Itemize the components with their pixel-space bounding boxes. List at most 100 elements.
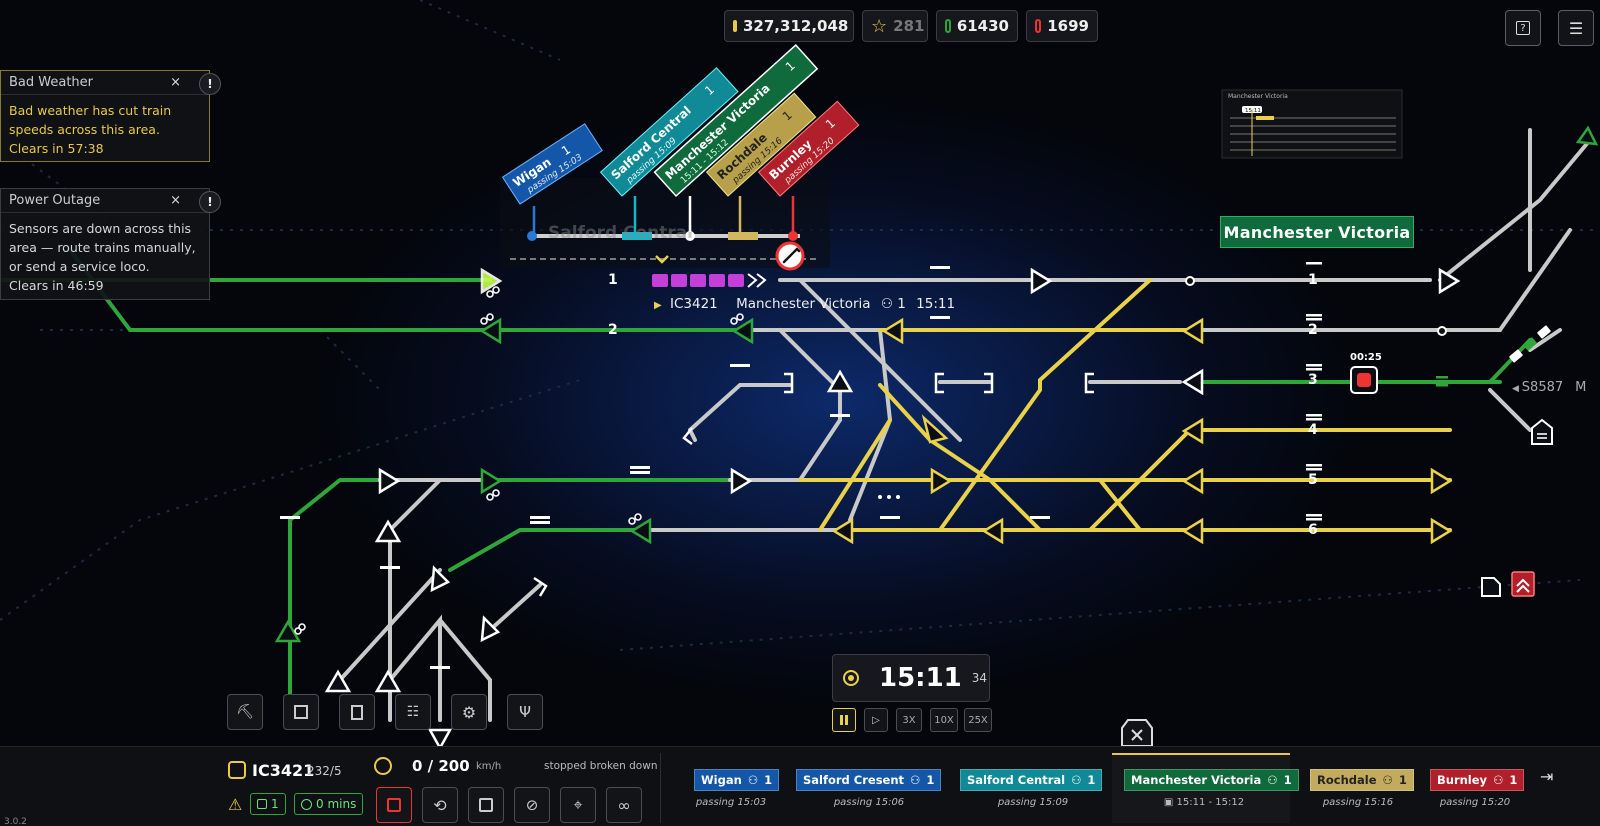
chevron-down-icon [655,255,669,264]
track-6-label: 6 [1308,522,1318,538]
menu-button[interactable]: ☰ [1558,10,1594,46]
signals[interactable] [274,125,1599,751]
stop-card-wigan[interactable]: Wigan⚇1 passing 15:03 [694,769,840,825]
version-label: 3.0.2 [4,817,27,826]
document-icon [1481,577,1501,597]
stop-card-burnley[interactable]: Burnley⚇1 passing 15:20 [1430,769,1525,825]
countdown-timer: 00:25 [1350,352,1382,363]
crosshair-icon: ⌖ [573,795,583,814]
menu-icon: ☰ [1568,18,1584,38]
locate-button[interactable]: ⌖ [560,787,596,823]
stop-card-manchester-victoria[interactable]: Manchester Victoria⚇1 ▣ 15:11 - 15:12 [1124,769,1299,825]
schedule-button[interactable] [468,787,504,823]
stop-time: passing 15:09 [997,797,1069,808]
flag-wigan[interactable]: Wigan 1 passing 15:03 [501,123,603,205]
money-display: 327,312,048 [724,10,854,42]
train-red-icon [1035,19,1042,33]
money-value: 327,312,048 [743,17,849,35]
train-route-tag[interactable]: ▶ IC3421 Manchester Victoria ⚇ 1 15:11 [654,296,955,312]
far-train[interactable] [1509,325,1551,363]
help-button[interactable]: ? [1505,10,1541,46]
stop-card-salford-central[interactable]: Salford Central⚇1 passing 15:09 [960,769,1106,825]
notice-power-outage: Power Outage × ! Sensors are down across… [0,188,221,300]
svg-text:Manchester Victoria: Manchester Victoria [1228,93,1288,100]
stop-card-salford-cresent[interactable]: Salford Cresent⚇1 passing 15:06 [796,769,942,825]
help-icon: ? [1516,21,1530,35]
couple-button[interactable]: ∞ [606,787,642,823]
junction-markers [280,262,1448,669]
wrench-icon: Ψ [519,703,531,721]
no-route-button[interactable]: ⊘ [514,787,550,823]
passenger-icon: ⚇ [910,773,921,787]
train-tag-time: 15:11 [916,296,956,312]
service-loco-icon[interactable] [1121,719,1153,747]
close-icon[interactable]: × [170,75,181,90]
trains-bad-value: 1699 [1047,17,1089,35]
stars-display: ☆ 281 [862,10,928,42]
collapse-panel-icon[interactable]: ⇥ [1540,767,1554,786]
bottom-right-icons[interactable] [1481,571,1535,597]
svg-text:15:11: 15:11 [1245,108,1261,114]
speed-10x-button[interactable]: 10X [930,708,958,732]
play-button[interactable]: ▷ [864,708,888,732]
reverse-icon: ⟲ [433,795,447,815]
speed-25x-button[interactable]: 25X [964,708,992,732]
station-house-icon[interactable] [1531,418,1553,445]
stop-card-rochdale[interactable]: Rochdale⚇1 passing 15:16 [1310,769,1414,825]
divider [660,753,661,823]
track-1-label: 1 [1308,272,1318,288]
reverse-button[interactable]: ⟲ [422,787,458,823]
wrench-tool-button[interactable]: Ψ [507,694,543,730]
stop-time: passing 15:16 [1322,797,1394,808]
warning-icon[interactable]: ⚠ [228,795,243,814]
minimap[interactable]: Manchester Victoria 15:11 [1221,89,1403,159]
game-clock: 15:11 34 [832,654,990,702]
notice-clears: Clears in 57:38 [9,141,104,156]
station-name-label[interactable]: Manchester Victoria [1220,216,1414,248]
close-icon[interactable]: × [170,193,181,208]
book-tool-button[interactable] [339,694,375,730]
buffer-stops [533,372,1094,597]
selected-train[interactable] [652,273,767,288]
speed-3x-button[interactable]: 3X [896,708,922,732]
train-small-icon: ▣ [1163,797,1177,808]
train-tag-count: 1 [897,296,906,312]
wallet-icon [733,20,737,32]
train-small-icon [257,799,267,809]
track-4-label: 4 [1308,422,1318,438]
chip-tool-button[interactable] [283,694,319,730]
settings-tool-button[interactable]: ☷ [395,694,431,730]
flag-burnley[interactable]: Burnley 1 passing 15:20 [757,100,860,197]
clock-seconds: 34 [971,671,988,685]
clock-icon [301,798,312,810]
alert-icon[interactable]: ! [199,191,221,213]
train-green-icon [945,19,951,33]
calendar-icon [479,798,493,812]
wrench-alert-icon[interactable] [775,241,805,271]
train-alert-icon[interactable] [1350,366,1378,394]
stop-train-button[interactable] [376,787,412,823]
passenger-icon: ⚇ [880,296,893,312]
ghost-station-band: Salford Central [500,178,830,268]
track-1-label-west: 1 [608,272,618,288]
delay-badge: 0 mins [294,793,364,815]
pause-button[interactable] [832,708,856,732]
passenger-icon: ⚇ [1493,773,1504,787]
passenger-icon: ⚇ [1071,773,1082,787]
stop-time: passing 15:03 [695,797,767,808]
selected-train-id: IC3421 [252,761,315,780]
grey-tracks [338,128,1592,722]
speedometer-icon [374,757,392,775]
link-icon: ∞ [617,795,631,815]
alert-icon[interactable]: ! [199,73,221,95]
notice-body: Bad weather has cut train speeds across … [9,103,172,137]
build-tool-button[interactable]: ⛏ [227,694,263,730]
train-status: stopped broken down [544,760,658,772]
chip-icon [294,705,308,719]
gear-icon: ⚙ [461,702,477,722]
gear-tool-button[interactable]: ⚙ [451,694,487,730]
stop-icon [387,798,401,812]
track-2-label: 2 [1308,322,1318,338]
